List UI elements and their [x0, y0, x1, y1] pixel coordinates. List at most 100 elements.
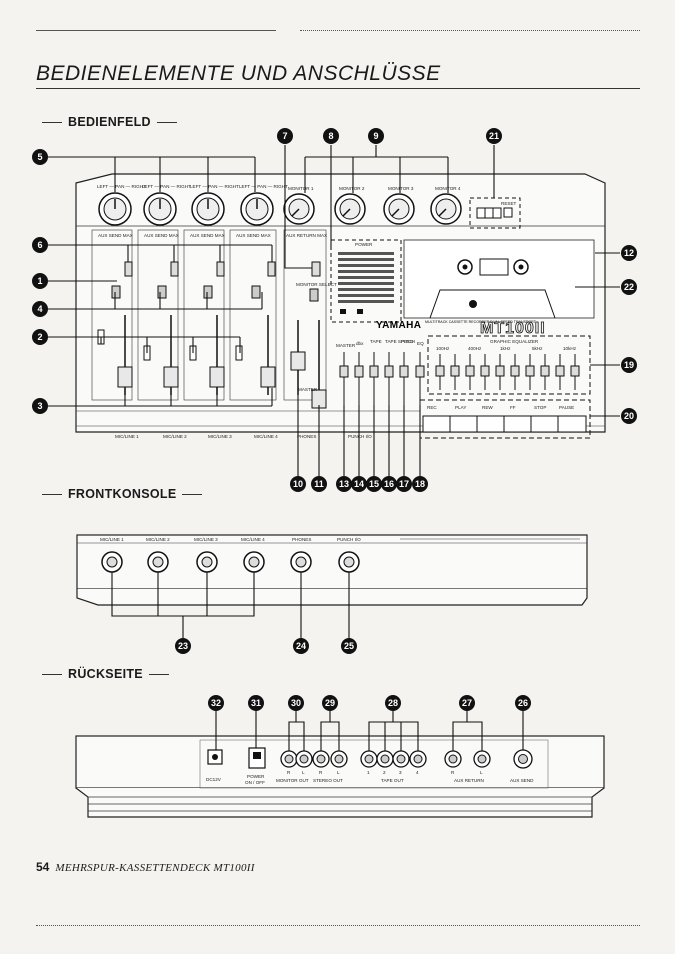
rear-tape-out-3[interactable] — [392, 750, 410, 768]
dbx-switch[interactable] — [354, 365, 364, 378]
eq-slider-2[interactable] — [450, 365, 460, 377]
rear-aux-return-l[interactable] — [473, 750, 491, 768]
eq-slider-7[interactable] — [525, 365, 535, 377]
pan-knob-2[interactable] — [143, 192, 177, 226]
play-button[interactable] — [449, 415, 478, 433]
rear-stereo-out-r[interactable] — [312, 750, 330, 768]
aux-send-fader-4[interactable] — [267, 261, 276, 277]
monitor-label-3: MONITOR 3 — [388, 186, 414, 191]
eq-slider-6[interactable] — [510, 365, 520, 377]
channel-fader-4[interactable] — [260, 366, 276, 388]
monitor-select-switch[interactable] — [309, 288, 319, 302]
rear-monitor-out-l[interactable] — [295, 750, 313, 768]
rec-button[interactable] — [422, 415, 451, 433]
front-jack-punch[interactable] — [338, 551, 360, 573]
aux-send-fader-2[interactable] — [170, 261, 179, 277]
cassette-compartment[interactable] — [403, 239, 595, 319]
svg-text:10kHz: 10kHz — [563, 346, 577, 351]
aux-send-fader-3[interactable] — [216, 261, 225, 277]
callout-1: 1 — [37, 276, 42, 286]
monitor-knob-2[interactable] — [334, 193, 366, 225]
front-jack-mic-line-4[interactable] — [243, 551, 265, 573]
eq-slider-3[interactable] — [465, 365, 475, 377]
tape-counter: RESET — [469, 197, 521, 229]
input-select-switch-1[interactable] — [111, 285, 121, 299]
title-underline — [36, 88, 640, 89]
monitor-knob-3[interactable] — [383, 193, 415, 225]
eq-slider-8[interactable] — [540, 365, 550, 377]
eq-slider-1[interactable] — [435, 365, 445, 377]
transport-label-ff: FF — [510, 405, 516, 410]
monitor-knob-4[interactable] — [430, 193, 462, 225]
pan-knob-3[interactable] — [191, 192, 225, 226]
aux-return-fader[interactable] — [311, 261, 321, 277]
input-select-switch-3[interactable] — [203, 285, 213, 299]
rear-power-switch[interactable] — [248, 747, 266, 769]
master-column-switches: MASTER dbx TAPE TAPE SPEED PITCH EQ — [336, 339, 425, 405]
svg-text:R: R — [451, 770, 455, 775]
rear-monitor-out-r[interactable] — [280, 750, 298, 768]
rear-aux-send[interactable] — [513, 749, 533, 769]
callout-32: 32 — [211, 698, 221, 708]
rear-stereo-out-l[interactable] — [330, 750, 348, 768]
front-jack-mic-line-2[interactable] — [147, 551, 169, 573]
model-logo: MT100II — [480, 320, 546, 337]
channel-fader-2[interactable] — [163, 366, 179, 388]
svg-text:1: 1 — [367, 770, 370, 775]
aux-send-fader-1[interactable] — [124, 261, 133, 277]
front-leader-lines — [111, 572, 350, 638]
eq-switch[interactable] — [415, 365, 425, 378]
callout-25: 25 — [344, 641, 354, 651]
rear-tape-out-4[interactable] — [409, 750, 427, 768]
svg-text:dbx: dbx — [356, 341, 364, 346]
input-select-switch-2[interactable] — [157, 285, 167, 299]
rear-label-aux-send: AUX SEND — [510, 778, 534, 783]
tape-switch[interactable] — [369, 365, 379, 378]
callout-24: 24 — [296, 641, 306, 651]
rear-label-power-sub: ON / OFF — [245, 780, 265, 785]
phones-level[interactable] — [290, 351, 306, 371]
tape-speed-switch[interactable] — [384, 365, 394, 378]
svg-text:3: 3 — [399, 770, 402, 775]
stop-button[interactable] — [530, 415, 559, 433]
callout-2: 2 — [37, 332, 42, 342]
section-heading-frontkonsole: FRONTKONSOLE — [36, 487, 208, 501]
monitor-knob-1[interactable] — [283, 193, 315, 225]
callout-12: 12 — [624, 248, 634, 258]
front-label-mic-line-2: MIC/LINE 2 — [146, 537, 170, 542]
pan-knob-4[interactable] — [240, 192, 274, 226]
rear-tape-out-1[interactable] — [360, 750, 378, 768]
pan-knob-1[interactable] — [98, 192, 132, 226]
ff-button[interactable] — [503, 415, 532, 433]
header-rule-left — [36, 30, 276, 31]
rear-leader-lines — [215, 711, 524, 751]
rear-aux-return-r[interactable] — [444, 750, 462, 768]
channel-strip-4: AUX SEND MAX — [229, 229, 277, 401]
rear-tape-out-2[interactable] — [376, 750, 394, 768]
eq-slider-9[interactable] — [555, 365, 565, 377]
callout-4: 4 — [37, 304, 42, 314]
rear-dc-jack[interactable] — [207, 749, 223, 765]
trim-4[interactable] — [235, 345, 243, 361]
svg-text:R: R — [287, 770, 291, 775]
eq-slider-10[interactable] — [570, 365, 580, 377]
front-label-mic-line-4: MIC/LINE 4 — [241, 537, 265, 542]
brand-logo: YAMAHA — [376, 320, 421, 331]
input-select-switch-4[interactable] — [251, 285, 261, 299]
channel-fader-1[interactable] — [117, 366, 133, 388]
front-jack-mic-line-1[interactable] — [101, 551, 123, 573]
transport-label-play: PLAY — [455, 405, 466, 410]
front-jack-phones[interactable] — [290, 551, 312, 573]
front-jack-mic-line-3[interactable] — [196, 551, 218, 573]
eq-slider-5[interactable] — [495, 365, 505, 377]
counter-reset-button[interactable] — [503, 207, 513, 218]
eq-slider-4[interactable] — [480, 365, 490, 377]
svg-text:AUX SEND MAX: AUX SEND MAX — [98, 233, 133, 238]
callout-27: 27 — [462, 698, 472, 708]
master-switch[interactable] — [339, 365, 349, 378]
channel-fader-3[interactable] — [209, 366, 225, 388]
rew-button[interactable] — [476, 415, 505, 433]
pitch-control[interactable] — [399, 365, 409, 378]
pause-button[interactable] — [557, 415, 587, 433]
